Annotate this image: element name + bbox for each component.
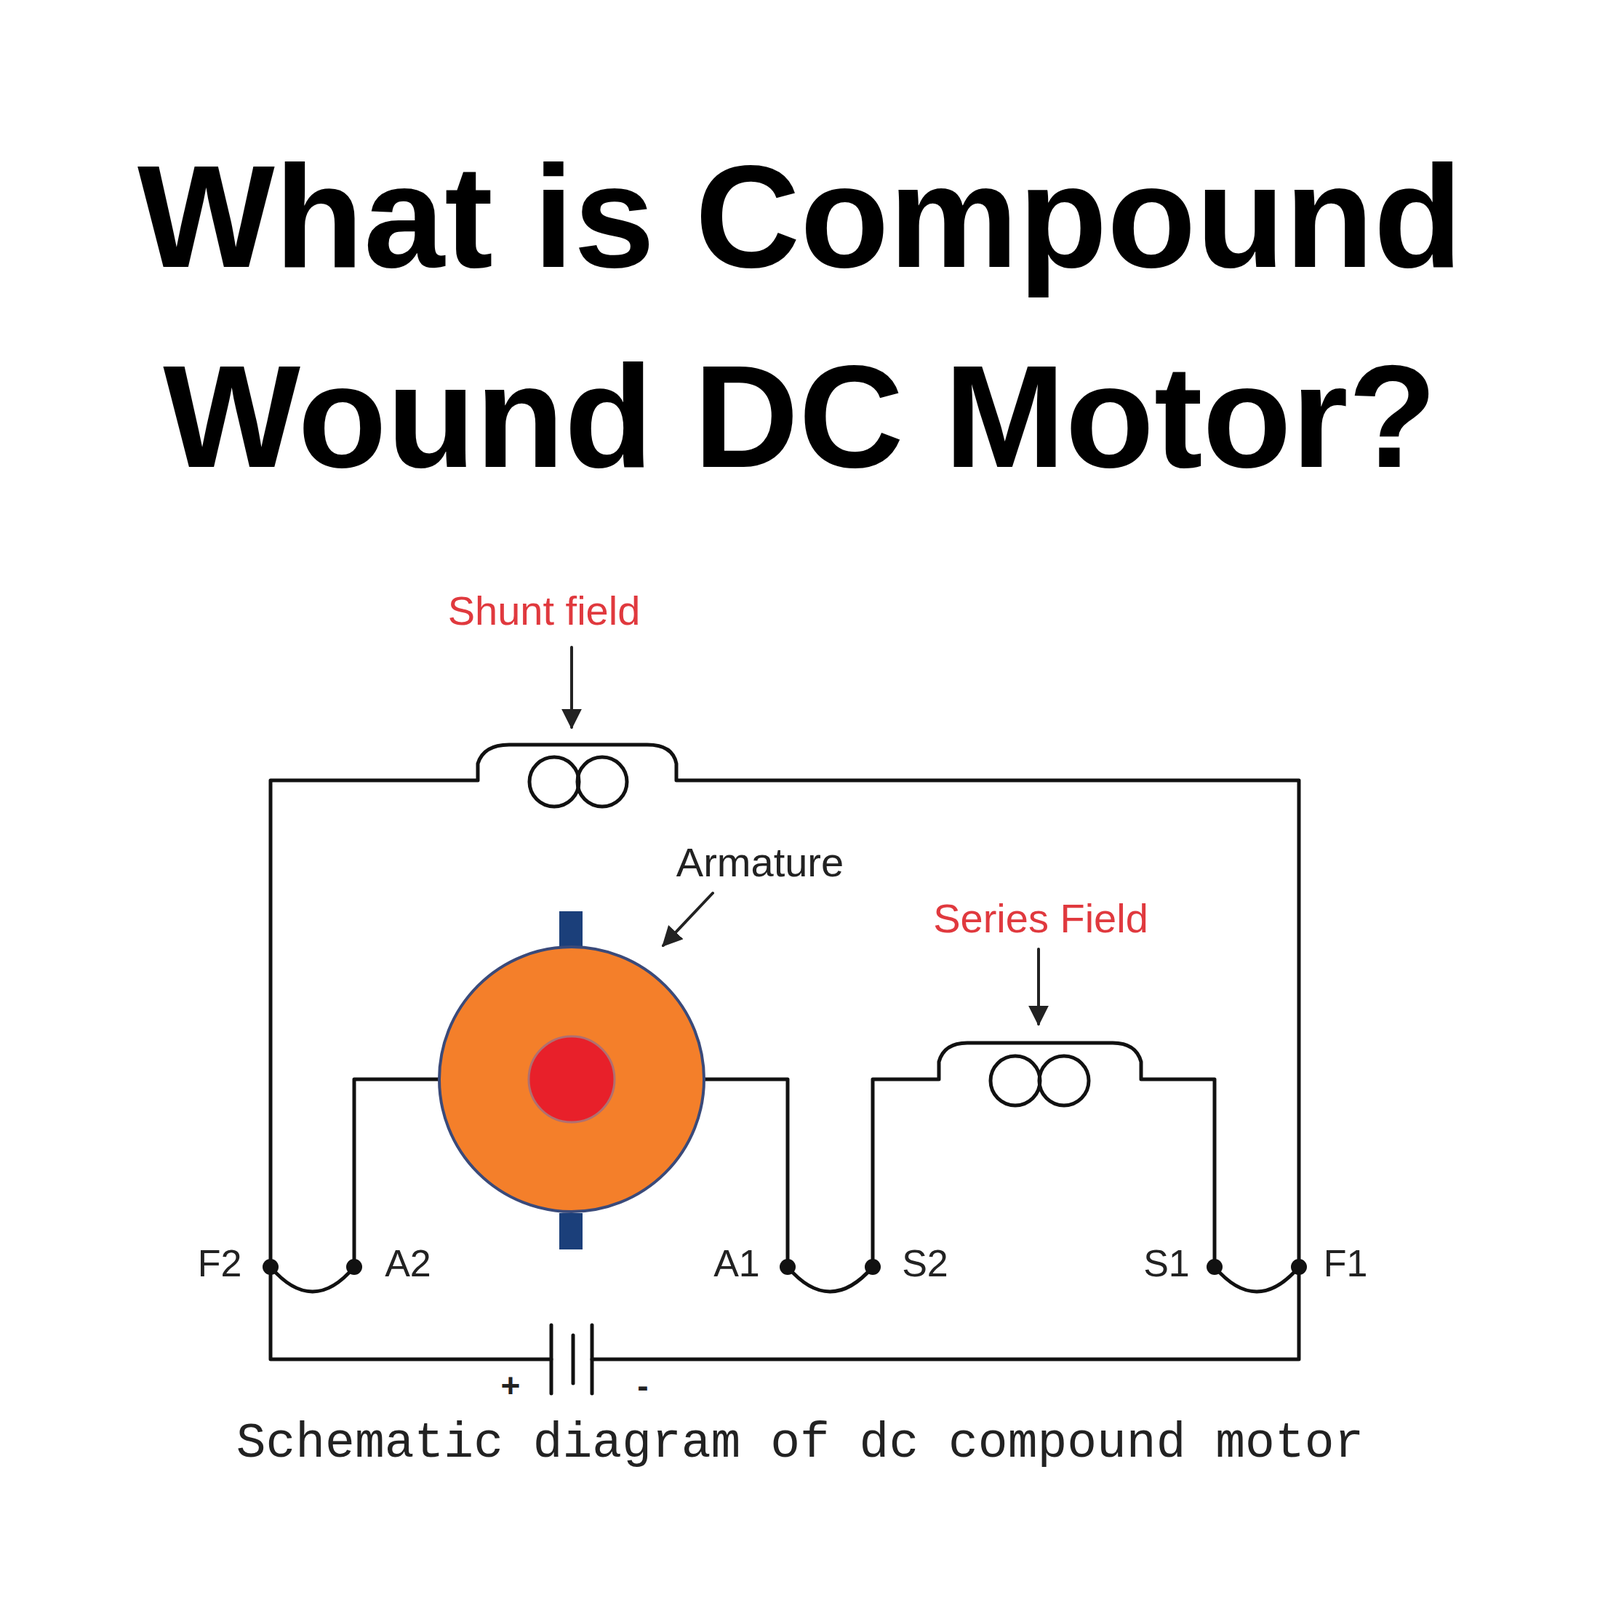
- brush: [559, 911, 583, 947]
- terminal-dot: [864, 1258, 881, 1275]
- shunt-coil-loop: [577, 757, 627, 807]
- page-title: What is Compound Wound DC Motor?: [72, 116, 1528, 517]
- leader-arrow: [570, 647, 574, 728]
- figure-caption: Schematic diagram of dc compound motor: [0, 1414, 1600, 1473]
- series-wire: [872, 1042, 1215, 1267]
- battery-plate: [549, 1325, 554, 1394]
- armature-wire: [704, 1079, 788, 1267]
- terminal-jumper: [787, 1266, 873, 1292]
- armature-wire: [354, 1079, 440, 1267]
- leader-arrow: [663, 893, 713, 946]
- terminal-label: S1: [1143, 1242, 1190, 1285]
- terminal-dot: [1206, 1258, 1223, 1275]
- polarity-sign: +: [501, 1367, 521, 1405]
- terminal-dot: [262, 1258, 279, 1275]
- terminal-label: A1: [713, 1242, 760, 1285]
- part-label: Series Field: [933, 896, 1149, 942]
- terminal-label: S2: [901, 1242, 949, 1285]
- series-coil-loop: [990, 1056, 1040, 1106]
- terminal-label: A2: [384, 1242, 432, 1285]
- part-label: Shunt field: [448, 588, 641, 634]
- battery-plate: [571, 1335, 576, 1384]
- terminal-dot: [346, 1258, 363, 1275]
- leader-arrow: [1037, 949, 1040, 1024]
- battery-plate: [590, 1325, 595, 1394]
- shunt-wire: [270, 744, 1299, 1267]
- polarity-sign: -: [637, 1367, 648, 1405]
- terminal-jumper: [270, 1266, 355, 1292]
- shunt-coil-loop: [529, 757, 579, 807]
- terminal-label: F2: [197, 1242, 243, 1285]
- terminal-label: F1: [1323, 1242, 1368, 1285]
- series-coil-loop: [1039, 1056, 1089, 1106]
- armature-rotor: [439, 946, 704, 1212]
- part-label: Armature: [676, 840, 844, 886]
- armature-shaft: [528, 1036, 615, 1123]
- terminal-dot: [1290, 1258, 1307, 1275]
- terminal-jumper: [1214, 1266, 1299, 1292]
- brush: [559, 1213, 583, 1250]
- terminal-dot: [779, 1258, 796, 1275]
